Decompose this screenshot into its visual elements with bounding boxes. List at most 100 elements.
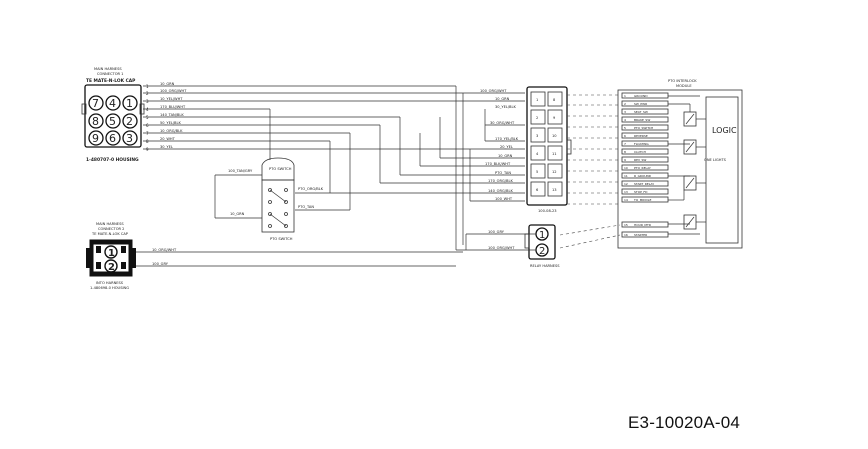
module-pin-name: REV_SW bbox=[634, 158, 646, 162]
module-pin-num: 1 bbox=[624, 94, 626, 98]
aux-connector-header: TE MATE-N-LOK CAP bbox=[91, 232, 129, 236]
module-pin-num: 12 bbox=[624, 182, 628, 186]
relay-pin: 10 bbox=[552, 134, 557, 138]
switch-part-label: PTO SWITCH bbox=[270, 237, 293, 241]
module-pin-name: GROUND bbox=[634, 94, 648, 98]
module-pin-num: 6 bbox=[624, 134, 626, 138]
module-pin-name: FLOATING bbox=[634, 142, 649, 146]
wire-code: 50_YEL/BLK bbox=[160, 121, 182, 125]
wire-num: 7 bbox=[146, 131, 149, 136]
wire-code: 100_GRY bbox=[488, 230, 505, 234]
main-connector-header-2: CONNECTOR 1 bbox=[97, 72, 123, 76]
relay-pin: 1 bbox=[536, 98, 538, 102]
relay-pin: 6 bbox=[536, 188, 539, 192]
aux-connector-footer: 1-480698-0 HOUSING bbox=[90, 286, 129, 290]
pin-number: 5 bbox=[109, 115, 116, 128]
pin-number: 1 bbox=[539, 230, 545, 241]
wire-code: PTO_TAN bbox=[495, 171, 511, 175]
relay-connector-label: 100-08-23 bbox=[538, 209, 557, 213]
main-connector-part-label: TE MATE-N-LOK CAP bbox=[86, 78, 136, 84]
pin-number: 1 bbox=[126, 97, 133, 110]
right-wire-labels: 100_ORG/WHT 10_GRN 30_YEL/BLK 30_ORG/WHT… bbox=[480, 89, 519, 201]
module-pin-name: HOUR_MTR bbox=[634, 223, 651, 227]
wire-code: 30_YEL/BLK bbox=[495, 105, 517, 109]
relay-connector: 1 8 2 9 3 10 4 11 5 12 6 13 100-08-23 bbox=[526, 86, 572, 213]
wire-code: 100_WHT bbox=[495, 197, 513, 201]
module-pin-name: PTO_SWITCH bbox=[634, 126, 653, 130]
wire-code: 100_GRY bbox=[152, 262, 169, 266]
relay-pin: 9 bbox=[553, 116, 556, 120]
pin-number: 1 bbox=[108, 248, 115, 259]
aux-connector-header: MAIN HARNESS bbox=[96, 222, 124, 226]
wire-num: 9 bbox=[146, 147, 149, 152]
wire-code: 30_YEL bbox=[160, 145, 173, 149]
pin-number: 4 bbox=[109, 97, 116, 110]
wire-code: 10_ORG/BLK bbox=[160, 129, 183, 133]
module-header: PTO INTERLOCK bbox=[668, 79, 697, 83]
main-connector-header-1: MAIN HARNESS bbox=[94, 67, 122, 71]
dashed-links bbox=[559, 94, 621, 249]
module-pin-num: 13 bbox=[624, 190, 628, 194]
main-connector-housing-label: 1-480707-0 HOUSING bbox=[86, 157, 139, 163]
wire-code: 20_YEL bbox=[500, 145, 513, 149]
wire-code: 140_TAN/BLK bbox=[160, 113, 184, 117]
pin-number: 3 bbox=[126, 132, 133, 145]
left-wire-bundle: 1 2 3 4 5 6 7 8 9 10_GRN 100_ORG/WHT 10_… bbox=[143, 82, 525, 152]
main-connector: MAIN HARNESS CONNECTOR 1 TE MATE-N-LOK C… bbox=[81, 67, 145, 163]
wire-code: 10_GRN bbox=[495, 97, 510, 101]
relay-pin: 5 bbox=[536, 170, 538, 174]
relay-pin: 4 bbox=[536, 152, 539, 156]
pin-number: 2 bbox=[108, 262, 115, 273]
wire-code: 100_ORG/WHT bbox=[488, 246, 515, 250]
module-pin-num: 3 bbox=[624, 110, 626, 114]
module-pin-num: 11 bbox=[624, 174, 628, 178]
switch-wire-code: 10_GRN bbox=[230, 212, 245, 216]
pin-number: 8 bbox=[92, 115, 99, 128]
wire-code: 170_ORG/BLK bbox=[488, 179, 513, 183]
module-pin-name: STOP_FD bbox=[634, 190, 648, 194]
wire-code: 100_ORG/WHT bbox=[480, 89, 507, 93]
wire-code: 170_BLK/WHT bbox=[485, 162, 511, 166]
wire-code: 140_ORG/BLK bbox=[488, 189, 513, 193]
wire-code: 10_ORG/WHT bbox=[152, 248, 177, 252]
wire-num: 6 bbox=[146, 123, 149, 128]
wire-code: 20_WHT bbox=[160, 137, 176, 141]
pin-number: 7 bbox=[92, 97, 99, 110]
module-pin-name: PTO_RELAY bbox=[634, 166, 651, 170]
wire-code: 100_ORG/WHT bbox=[160, 89, 187, 93]
routing-lines bbox=[214, 86, 525, 250]
module-pin-num: 16 bbox=[624, 233, 628, 237]
wire-code: 10_YEL/WHT bbox=[160, 97, 183, 101]
wire-code: 170_BLU/WHT bbox=[160, 105, 186, 109]
relay-pin: 8 bbox=[553, 98, 556, 102]
module-pin-name: REVERSE bbox=[634, 134, 648, 138]
pin-number: 6 bbox=[109, 132, 116, 145]
wire-num: 2 bbox=[146, 91, 149, 96]
module-pin-num: 9 bbox=[624, 158, 626, 162]
wire-code: 170_YEL/BLK bbox=[495, 137, 519, 141]
module-pin-name: TO_MIDDLE bbox=[633, 198, 651, 202]
module-header: MODULE bbox=[676, 84, 692, 88]
switch-wire-code: PTO_TAN bbox=[298, 205, 314, 209]
module-pin-name: R_GROUND bbox=[634, 174, 652, 178]
relay-pin: 3 bbox=[536, 134, 538, 138]
switch-wire-code: 100_TAN/GRY bbox=[228, 169, 253, 173]
logic-module: PTO INTERLOCK MODULE LOGIC ONE LIGHTS 1 … bbox=[617, 79, 743, 249]
switch-wire-code: PTO_ORG/BLK bbox=[298, 187, 324, 191]
reference-code: E3-10020A-04 bbox=[628, 413, 741, 432]
wire-code: 30_ORG/WHT bbox=[490, 121, 515, 125]
module-side-label: ONE LIGHTS bbox=[704, 158, 727, 162]
module-pin-name: SEAT_SW bbox=[634, 110, 648, 114]
module-pin-num: 2 bbox=[624, 102, 626, 106]
wire-num: 4 bbox=[146, 107, 149, 112]
aux-connector-footer: INTO HARNESS bbox=[96, 281, 124, 285]
lower-connector: 1 2 RELAY HARNESS 100_GRY 100_ORG/WHT bbox=[456, 224, 560, 268]
wire-code: 10_GRN bbox=[498, 154, 513, 158]
module-pin-name: CLUTCH bbox=[634, 150, 646, 154]
relay-pin: 13 bbox=[552, 188, 557, 192]
wire-num: 1 bbox=[146, 84, 149, 89]
wire-code: 10_GRN bbox=[160, 82, 175, 86]
switch-label: PTO SWITCH bbox=[269, 167, 292, 171]
module-pin-num: 15 bbox=[624, 223, 628, 227]
module-pin-name: SW_PWR bbox=[634, 102, 647, 106]
